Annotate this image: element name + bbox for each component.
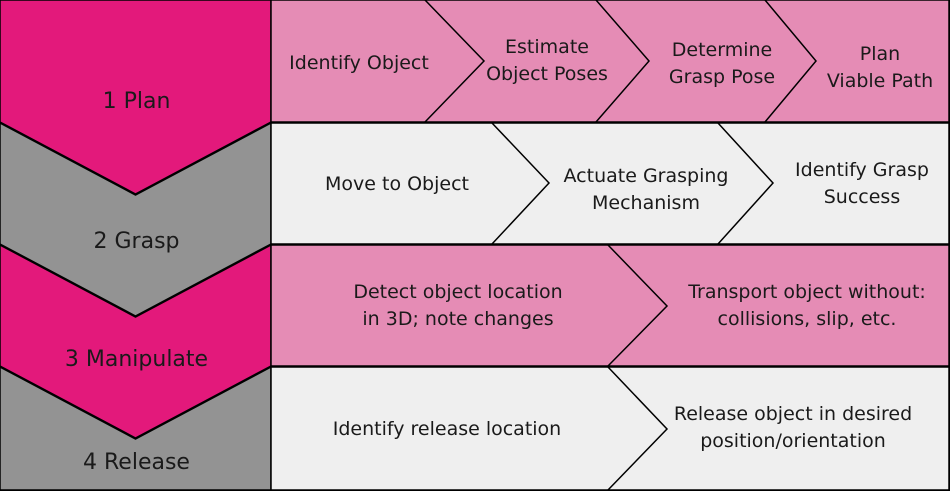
step-label: Detect object location in 3D; note change… — [353, 281, 562, 330]
step-label-line: Move to Object — [325, 173, 469, 195]
phase-label: 3 Manipulate — [65, 347, 208, 372]
step-arrow-divider — [491, 122, 551, 245]
phase-label: 2 Grasp — [94, 229, 180, 254]
step-arrow-divider — [607, 244, 669, 367]
step-label-line: collisions, slip, etc. — [718, 308, 897, 330]
step-label: Release object in desired position/orient… — [674, 403, 912, 452]
step-label-line: Identify release location — [333, 418, 561, 440]
step-label-line: Success — [824, 186, 900, 208]
step-label-line: Actuate Grasping — [564, 165, 729, 187]
step-label: Identify Object — [289, 52, 429, 74]
phase-chevron-front — [0, 0, 272, 195]
step-label-line: in 3D; note changes — [362, 308, 553, 330]
phase-label: 1 Plan — [103, 89, 171, 114]
step-arrow-divider — [595, 0, 650, 123]
step-arrow-divider — [607, 366, 669, 491]
phase-column: 1 Plan 2 Grasp 3 Manipulate 4 Release — [0, 0, 272, 491]
step-label: Move to Object — [325, 173, 469, 195]
step-arrow-divider — [424, 0, 486, 123]
step-label-line: Identify Grasp — [795, 159, 929, 181]
step-label-line: Mechanism — [592, 192, 700, 214]
step-label-line: Object Poses — [486, 63, 608, 85]
phase-label: 4 Release — [83, 450, 190, 475]
step-label-line: Determine — [672, 39, 772, 61]
step-label-line: Transport object without: — [687, 281, 926, 303]
step-row — [270, 366, 950, 491]
step-label-line: Grasp Pose — [669, 66, 775, 88]
step-label-line: Release object in desired — [674, 403, 912, 425]
step-row — [270, 122, 950, 245]
step-label: Transport object without: collisions, sli… — [687, 281, 926, 330]
step-arrow-divider — [717, 122, 775, 245]
step-label-line: position/orientation — [700, 430, 886, 452]
step-label-line: Estimate — [505, 36, 589, 58]
step-arrow-divider — [764, 0, 817, 123]
step-label-line: Detect object location — [353, 281, 562, 303]
step-label-line: Plan — [860, 43, 900, 65]
step-row — [270, 244, 950, 367]
step-label-line: Viable Path — [827, 70, 933, 92]
step-row — [270, 0, 950, 123]
step-label: Identify release location — [333, 418, 561, 440]
step-label-line: Identify Object — [289, 52, 429, 74]
